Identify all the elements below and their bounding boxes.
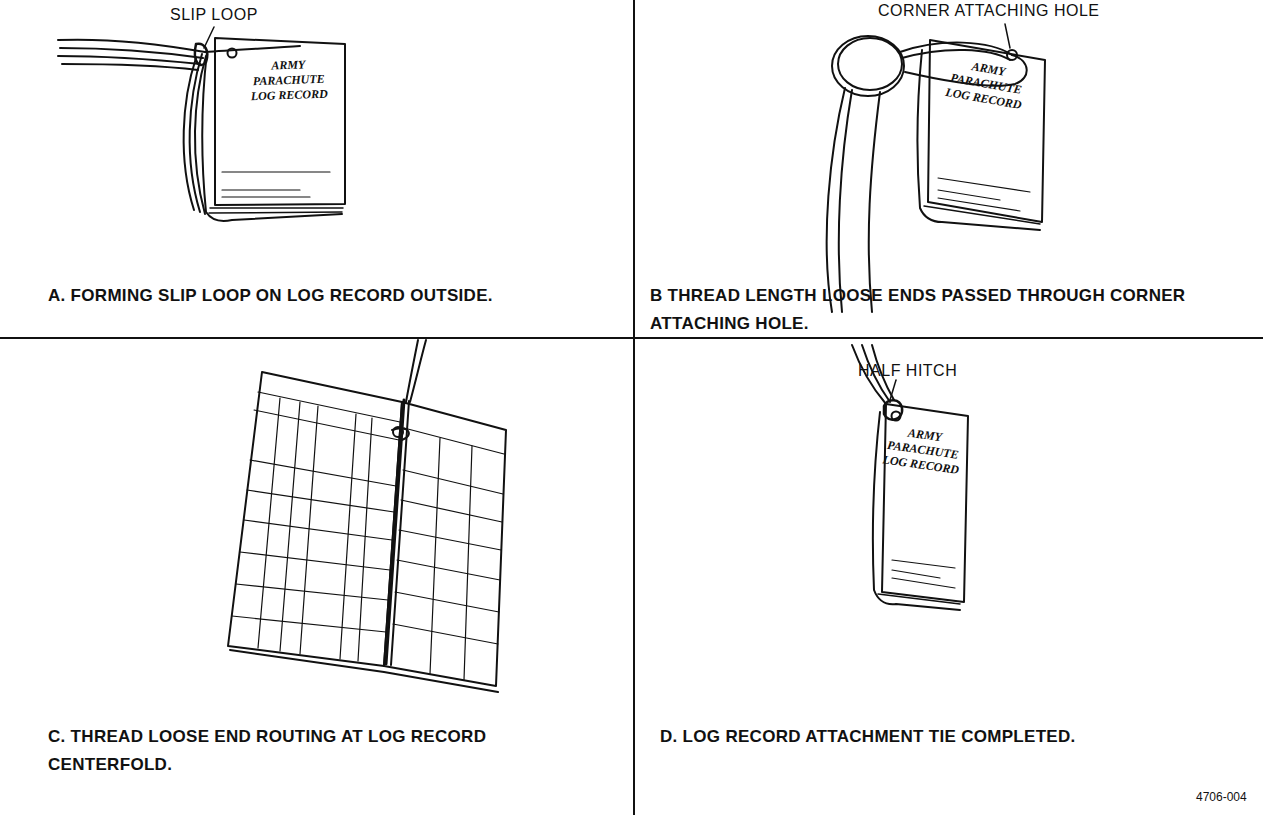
table-rule bbox=[340, 414, 356, 659]
cover-title: ARMY PARACHUTE LOG RECORD bbox=[246, 57, 332, 105]
panel-divider bbox=[0, 337, 1263, 339]
table-rule bbox=[232, 616, 386, 632]
panel-caption: C. THREAD LOOSE END ROUTING AT LOG RECOR… bbox=[48, 723, 593, 779]
thread-strands bbox=[386, 340, 426, 665]
thread bbox=[410, 340, 426, 402]
slip-loop bbox=[195, 44, 207, 65]
centerfold-thread bbox=[391, 401, 409, 665]
booklet-cover bbox=[928, 40, 1045, 222]
thread bbox=[184, 58, 196, 210]
table-rule bbox=[247, 490, 394, 512]
log-table-grid bbox=[232, 392, 504, 680]
thread bbox=[195, 56, 206, 214]
cover-fine-print bbox=[222, 190, 310, 197]
table-rule bbox=[401, 500, 502, 522]
table-rule bbox=[404, 428, 504, 454]
panel-divider bbox=[633, 0, 635, 815]
table-rule bbox=[358, 418, 372, 661]
thread bbox=[62, 64, 198, 70]
leader-line bbox=[1005, 24, 1010, 48]
cover-fine-print bbox=[938, 190, 1020, 211]
callout-label: HALF HITCH bbox=[858, 362, 957, 380]
left-page bbox=[228, 372, 402, 666]
page-edge bbox=[230, 650, 498, 692]
table-rule bbox=[258, 398, 280, 648]
log-record-booklet bbox=[202, 38, 345, 221]
leader-line bbox=[890, 380, 896, 400]
page-edge bbox=[209, 212, 342, 213]
figure-number: 4706-004 bbox=[1196, 790, 1247, 804]
callout-label: CORNER ATTACHING HOLE bbox=[878, 2, 1099, 20]
cover-fine-print bbox=[892, 570, 955, 588]
open-log-record bbox=[228, 372, 506, 692]
table-rule bbox=[254, 410, 399, 440]
table-rule bbox=[393, 624, 498, 644]
table-rule bbox=[244, 520, 392, 540]
table-rule bbox=[236, 584, 388, 600]
cover-fine-print bbox=[938, 178, 1030, 192]
table-rule bbox=[399, 530, 501, 550]
thread-strands bbox=[58, 40, 300, 214]
table-rule bbox=[280, 402, 300, 651]
table-rule bbox=[403, 470, 503, 494]
table-rule bbox=[300, 406, 318, 654]
thread bbox=[58, 40, 300, 52]
log-record-booklet bbox=[873, 404, 968, 610]
table-rule bbox=[250, 460, 396, 486]
panel-caption: D. LOG RECORD ATTACHMENT TIE COMPLETED. bbox=[660, 723, 1260, 751]
table-rule bbox=[430, 438, 440, 674]
panel-caption: B THREAD LENGTH LOOSE ENDS PASSED THROUG… bbox=[650, 282, 1195, 338]
thread bbox=[869, 92, 880, 312]
table-rule bbox=[395, 592, 499, 612]
thread bbox=[902, 50, 1010, 60]
callout-label: SLIP LOOP bbox=[170, 6, 258, 24]
thread bbox=[827, 88, 845, 312]
table-rule bbox=[464, 446, 472, 680]
page-edge bbox=[210, 207, 343, 209]
table-rule bbox=[397, 560, 500, 580]
thread bbox=[392, 428, 409, 440]
thread-loop bbox=[838, 38, 902, 90]
thread-loop bbox=[832, 36, 904, 96]
panel-caption: A. FORMING SLIP LOOP ON LOG RECORD OUTSI… bbox=[48, 282, 628, 310]
booklet-cover bbox=[215, 38, 345, 205]
thread bbox=[58, 56, 200, 64]
thread-strands bbox=[852, 345, 902, 420]
cover-fine-print bbox=[892, 560, 955, 568]
thread bbox=[839, 90, 852, 312]
table-rule bbox=[240, 552, 390, 570]
leader-line bbox=[204, 27, 214, 48]
cover-fine-print bbox=[222, 171, 330, 172]
half-hitch bbox=[884, 400, 902, 419]
